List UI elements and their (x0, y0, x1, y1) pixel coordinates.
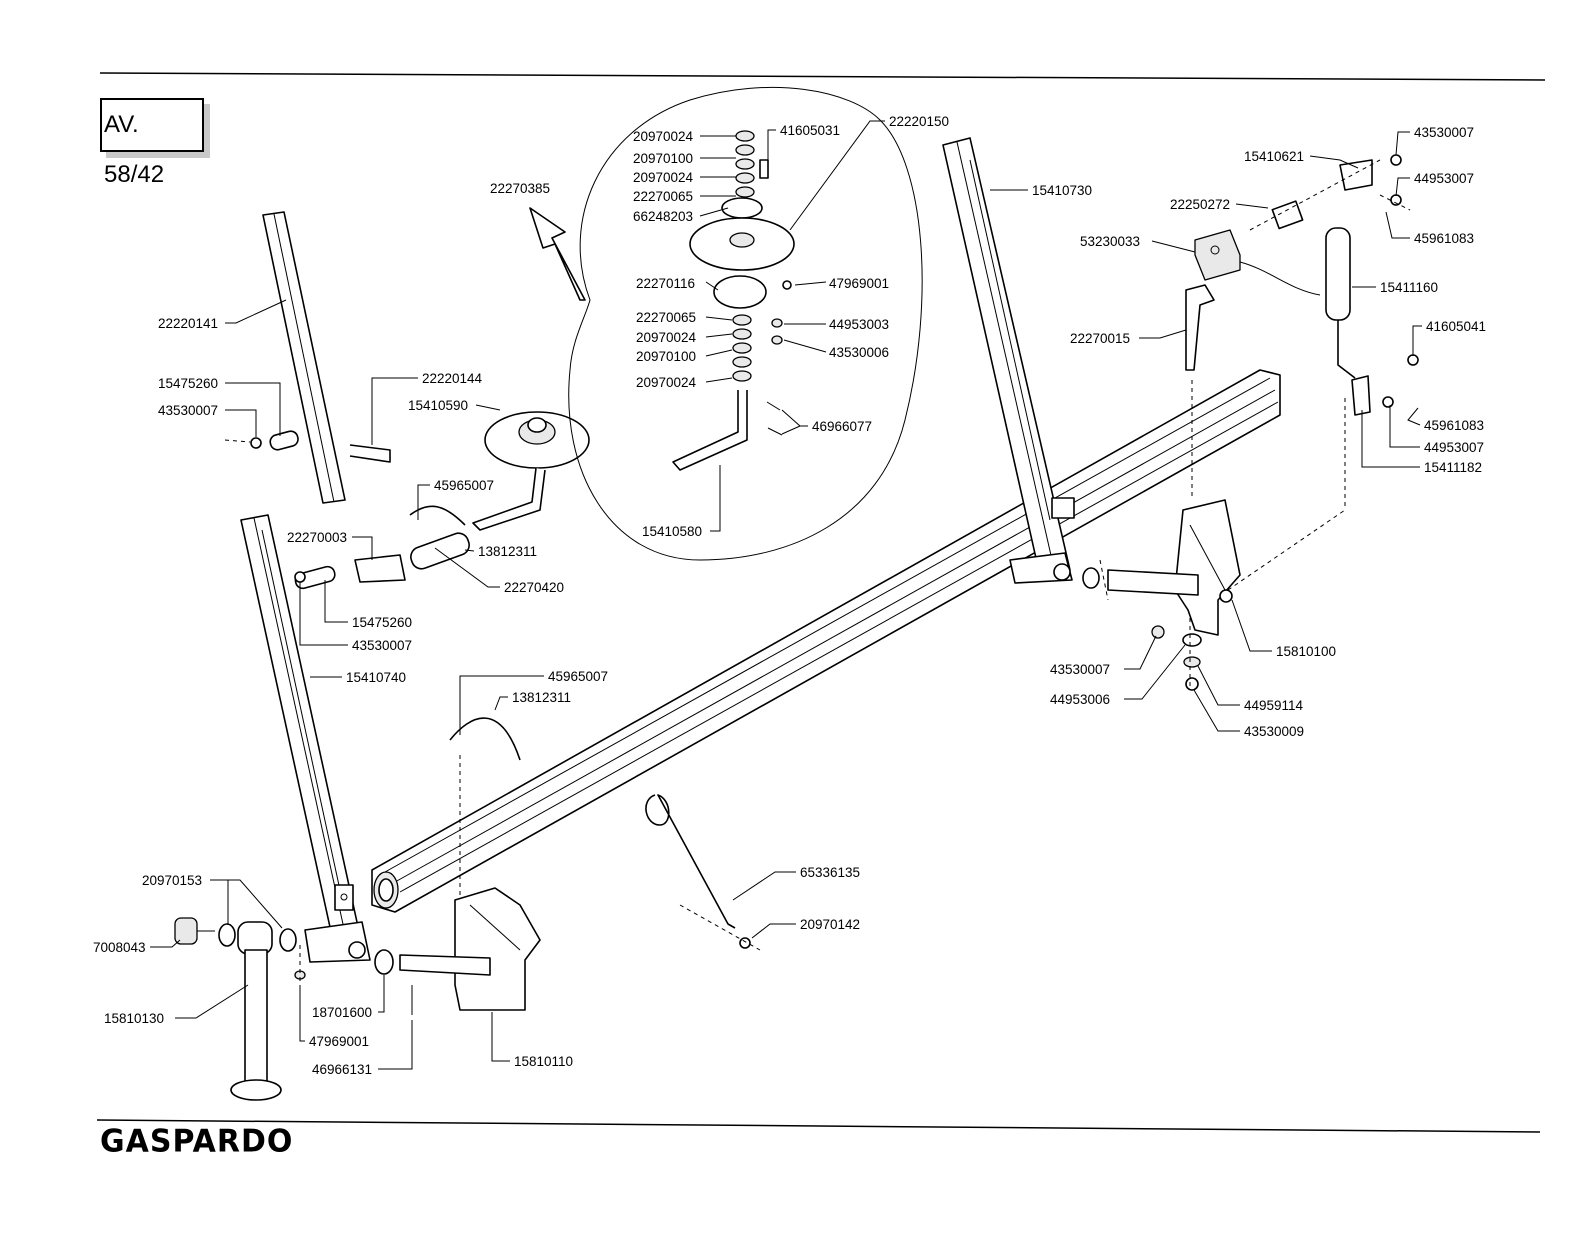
part-label: 44959114 (1244, 698, 1304, 713)
part-label: 65336135 (800, 865, 860, 880)
part-label: 44953006 (1050, 692, 1110, 707)
bottom-rule (96, 1119, 1541, 1133)
part-label: 22270065 (633, 189, 693, 204)
part-label: 41605031 (780, 123, 840, 138)
part-label: 41605041 (1426, 319, 1486, 334)
part-label: 46966131 (312, 1062, 372, 1077)
assembly-dashes (224, 159, 1411, 985)
part-label: 22270385 (490, 181, 550, 196)
part-label: 44953003 (829, 317, 889, 332)
part-label: 15810130 (104, 1011, 164, 1026)
part-label: 22270116 (636, 276, 695, 291)
part-label: 15410740 (346, 670, 406, 685)
part-label: 15410730 (1032, 183, 1092, 198)
part-label: 15410590 (408, 398, 468, 413)
jack-stand (174, 917, 394, 1101)
part-label: 15475260 (352, 615, 412, 630)
part-label: 20970024 (636, 375, 697, 390)
spring-and-pins (250, 430, 751, 1015)
left-arm (240, 514, 371, 963)
part-label: 45965007 (434, 478, 494, 493)
part-label: 44953007 (1424, 440, 1484, 455)
part-label: 7008043 (93, 940, 146, 955)
top-rule (99, 72, 1546, 81)
part-label: 15410580 (642, 524, 702, 539)
part-label: 15475260 (158, 376, 218, 391)
part-number-labels: 20970024 20970100 20970024 22270065 6624… (93, 114, 1486, 1077)
part-label: 13812311 (478, 544, 537, 559)
part-label: 22270065 (636, 310, 696, 325)
part-label: 13812311 (512, 690, 571, 705)
part-label: 47969001 (309, 1034, 369, 1049)
part-label: 20970024 (636, 330, 697, 345)
part-label: 45961083 (1414, 231, 1474, 246)
right-bracket-15810100 (1082, 499, 1241, 691)
leader-lines (150, 120, 1422, 1070)
sheet-reference: AV. 58/42 (104, 111, 165, 188)
part-label: 22270420 (504, 580, 564, 595)
part-label: 46966077 (812, 419, 872, 434)
part-label: 43530007 (1050, 662, 1110, 677)
right-arm (942, 137, 1075, 584)
part-label: 22270015 (1070, 331, 1130, 346)
part-label: 43530006 (829, 345, 889, 360)
left-bracket-15810110 (399, 887, 541, 1011)
sheet-reference-box: AV. 58/42 (100, 98, 204, 188)
part-label: 15810100 (1276, 644, 1336, 659)
part-label: 45961083 (1424, 418, 1484, 433)
part-label: 20970153 (142, 873, 202, 888)
part-label: 20970100 (633, 151, 693, 166)
detail-bubble (529, 86, 923, 561)
part-label: 20970142 (800, 917, 860, 932)
part-label: 22250272 (1170, 197, 1230, 212)
part-label: 15411182 (1424, 460, 1482, 475)
part-label: 15410621 (1244, 149, 1304, 164)
part-label: 20970024 (633, 129, 694, 144)
part-label: 43530007 (158, 403, 218, 418)
part-label: 22270003 (287, 530, 347, 545)
part-label: 66248203 (633, 209, 693, 224)
part-label: 47969001 (829, 276, 889, 291)
part-label: 20970100 (636, 349, 696, 364)
brand-logo: GASPARDO (100, 1123, 294, 1160)
part-label: 43530007 (1414, 125, 1474, 140)
upper-left-bar (262, 211, 346, 504)
part-label: 22220141 (158, 316, 218, 331)
part-label: 22220144 (422, 371, 483, 386)
part-label: 43530007 (352, 638, 412, 653)
part-label: 20970024 (633, 170, 694, 185)
part-label: 43530009 (1244, 724, 1304, 739)
part-label: 18701600 (312, 1005, 372, 1020)
part-label: 53230033 (1080, 234, 1140, 249)
part-label: 45965007 (548, 669, 608, 684)
disc-assembly (472, 411, 590, 531)
part-label: 44953007 (1414, 171, 1474, 186)
part-label: 22220150 (889, 114, 949, 129)
part-label: 15411160 (1380, 280, 1438, 295)
part-label: 15810110 (514, 1054, 573, 1069)
